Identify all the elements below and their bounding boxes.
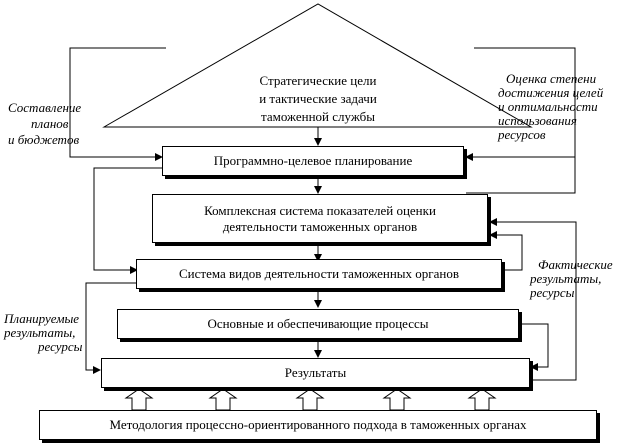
label-actual-results-line-2: результаты,	[530, 271, 602, 286]
up-arrow-4	[382, 388, 412, 411]
loop-right-results-indicators	[489, 218, 577, 381]
methodology-up-arrows	[124, 388, 497, 411]
label-planned-results-line-2: результаты,	[4, 325, 76, 340]
planning-box: Программно-целевое планирование	[162, 146, 464, 176]
label-actual-results-line-3: ресурсы	[530, 285, 575, 300]
label-evaluation-line-1: Оценка степени	[506, 71, 597, 86]
label-evaluation: Оценка степени достижения целей и оптима…	[498, 72, 603, 142]
roof-line-2: и тактические задачи	[259, 91, 377, 106]
methodology-box: Методология процессно-ориентированного п…	[39, 410, 597, 440]
loop-left-planning-activities	[93, 167, 162, 274]
label-budget-planning-line-2: планов	[31, 116, 69, 131]
results-label: Результаты	[284, 365, 347, 380]
planning-label: Программно-целевое планирование	[213, 153, 413, 168]
activities-label: Система видов деятельности таможенных ор…	[179, 266, 459, 281]
indicators-box: Комплексная система показателей оценки д…	[152, 194, 488, 243]
label-planned-results: Планируемые результаты, ресурсы	[4, 312, 82, 354]
loop-left-activities-results	[85, 282, 137, 374]
roof-title: Стратегические цели и тактические задачи…	[198, 72, 438, 126]
label-evaluation-line-2: достижения целей	[498, 85, 604, 100]
up-arrow-3	[295, 388, 325, 411]
label-evaluation-line-4: использования	[498, 113, 577, 128]
label-budget-planning-line-3: и бюджетов	[8, 132, 80, 147]
processes-label: Основные и обеспечивающие процессы	[207, 316, 429, 331]
methodology-label: Методология процессно-ориентированного п…	[109, 417, 527, 432]
label-budget-planning: Составление планов и бюджетов	[8, 100, 81, 148]
roof-line-3: таможенной службы	[261, 109, 375, 124]
loop-left-top	[69, 47, 166, 161]
label-planned-results-line-3: ресурсы	[38, 339, 83, 354]
indicators-label-line-1: Комплексная система показателей оценки	[204, 202, 436, 218]
label-actual-results-line-1: Фактические	[538, 257, 613, 272]
label-budget-planning-line-1: Составление	[8, 100, 82, 115]
loop-right-processes-results	[519, 323, 549, 371]
loop-right-activities-indicators	[489, 231, 523, 271]
loop-right-top	[466, 47, 576, 194]
activities-box: Система видов деятельности таможенных ор…	[136, 259, 502, 289]
processes-box: Основные и обеспечивающие процессы	[117, 309, 519, 339]
label-evaluation-line-3: и оптимальности	[498, 99, 598, 114]
up-arrow-2	[208, 388, 238, 411]
results-box: Результаты	[101, 358, 530, 388]
roof-line-1: Стратегические цели	[259, 73, 377, 88]
indicators-label-line-2: деятельности таможенных органов	[222, 218, 418, 234]
up-arrow-1	[124, 388, 154, 411]
up-arrow-5	[467, 388, 497, 411]
label-evaluation-line-5: ресурсов	[498, 127, 546, 142]
label-actual-results: Фактические результаты, ресурсы	[530, 258, 613, 300]
label-planned-results-line-1: Планируемые	[4, 311, 80, 326]
